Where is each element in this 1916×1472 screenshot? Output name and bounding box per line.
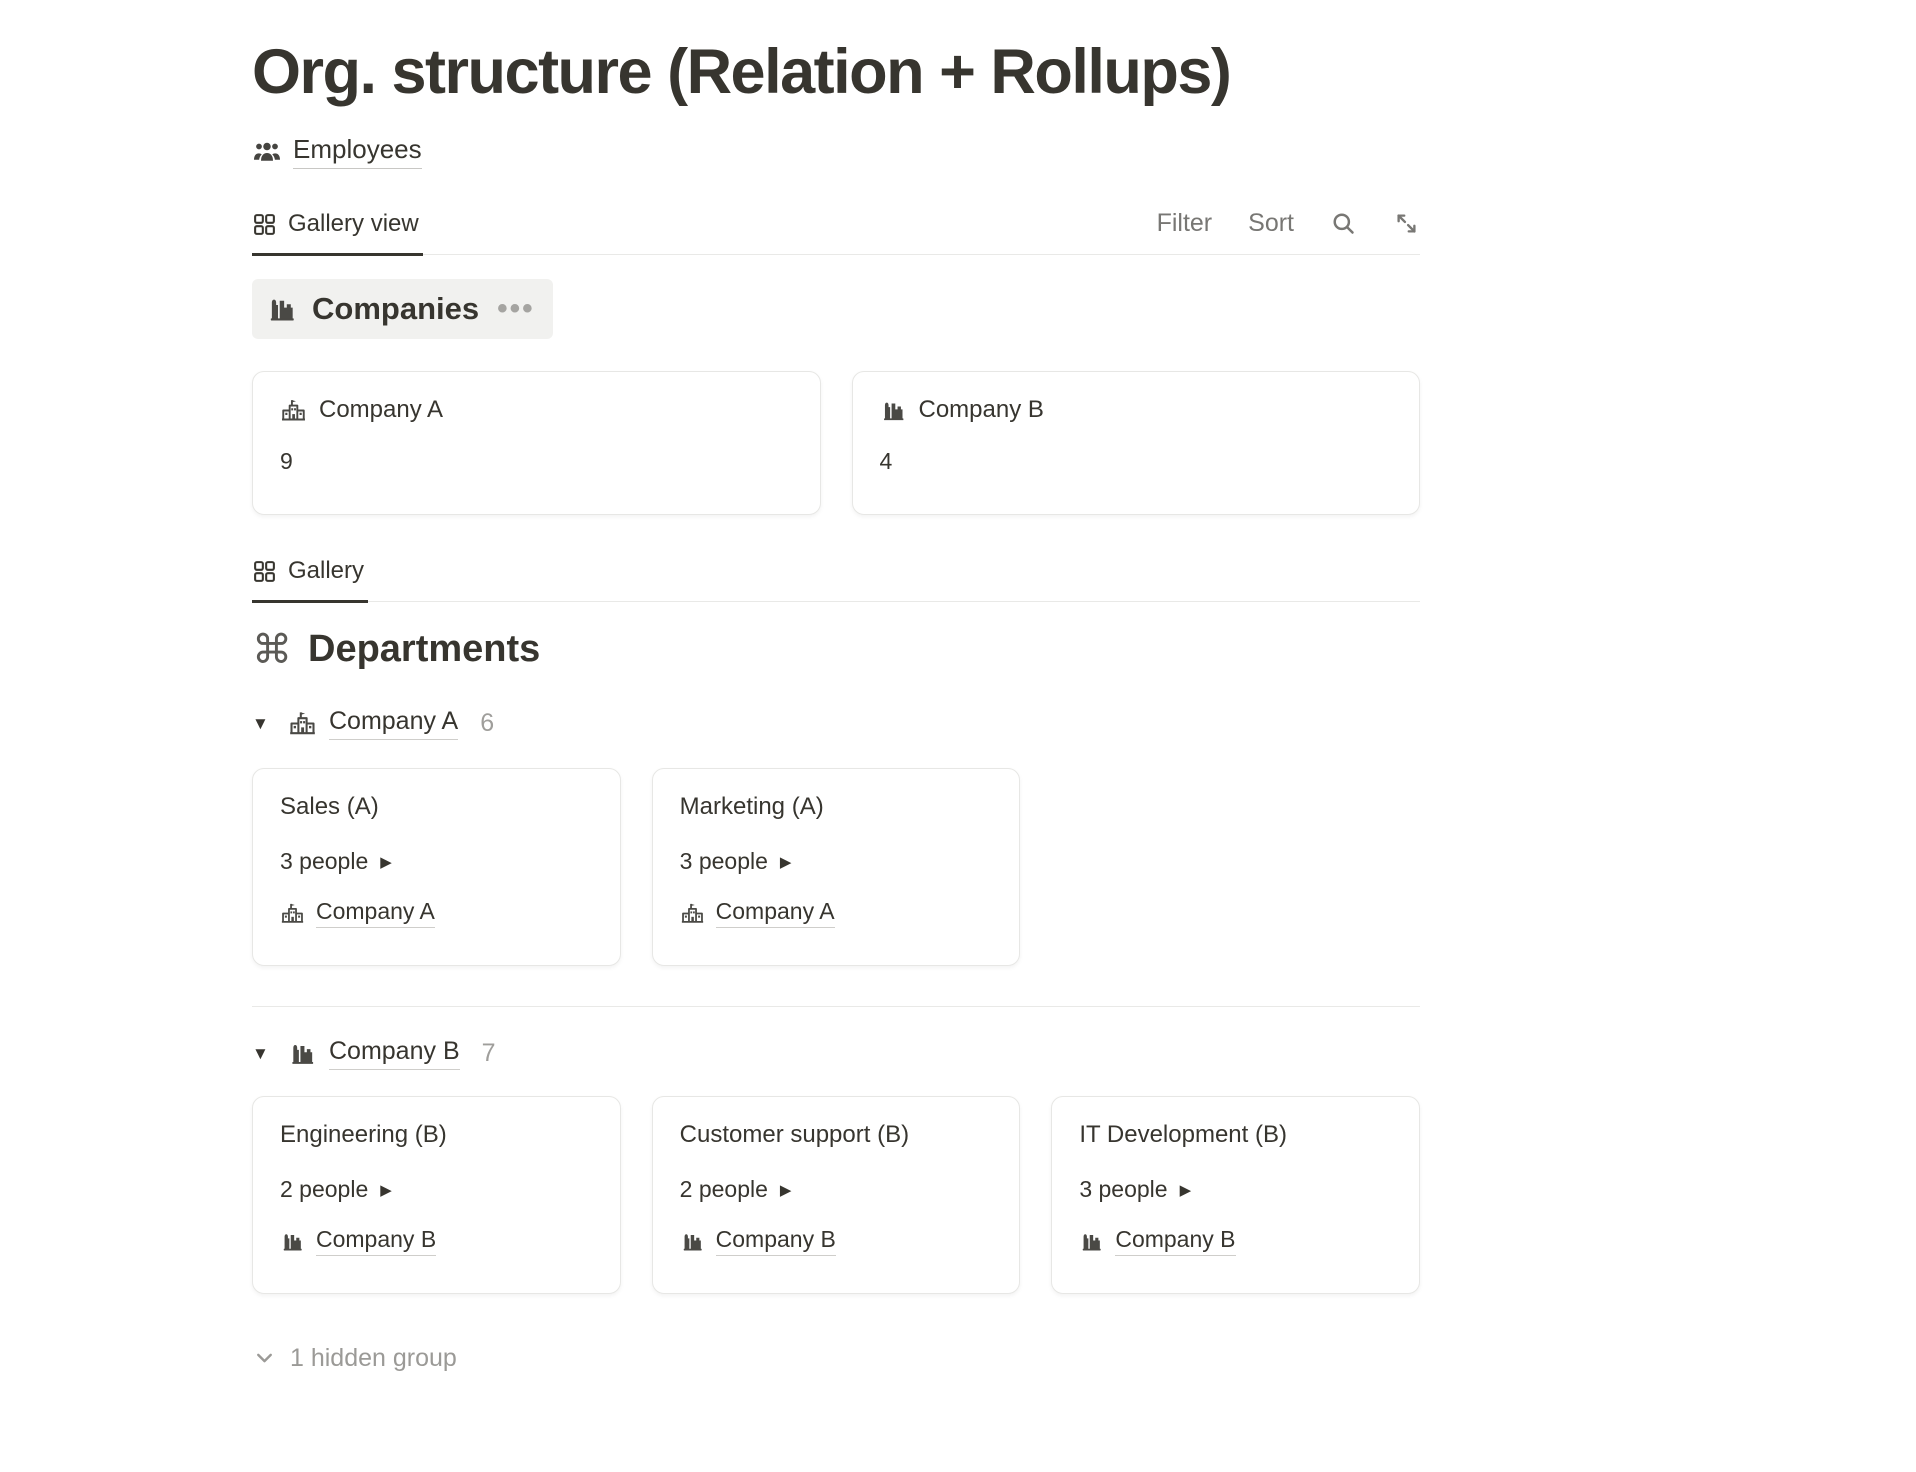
- office-building-icon: [680, 1229, 705, 1254]
- tab-gallery-view-label: Gallery view: [288, 210, 419, 237]
- group-header-company-a: ▼ Company A 6: [252, 707, 1420, 740]
- play-triangle-icon: ▶: [380, 853, 392, 871]
- tab-gallery[interactable]: Gallery: [252, 557, 369, 603]
- school-building-icon: [288, 709, 317, 738]
- company-relation-link[interactable]: Company B: [316, 1226, 437, 1256]
- people-count-label: 2 people: [679, 1176, 768, 1202]
- company-card[interactable]: Company A 9: [252, 371, 821, 515]
- department-card-title: IT Development (B): [1079, 1121, 1287, 1148]
- hidden-group-toggle[interactable]: 1 hidden group: [252, 1344, 1420, 1373]
- company-relation-link[interactable]: Company B: [1115, 1226, 1236, 1256]
- play-triangle-icon: ▶: [380, 1181, 392, 1199]
- departments-title: Departments: [308, 628, 541, 670]
- company-employee-count: 4: [879, 448, 893, 474]
- play-triangle-icon: ▶: [779, 853, 792, 871]
- people-rollup[interactable]: 3 people ▶: [680, 848, 993, 875]
- sort-button[interactable]: Sort: [1248, 209, 1294, 237]
- company-card-title: Company B: [918, 396, 1044, 423]
- department-card-title: Marketing (A): [679, 793, 824, 820]
- group-header-company-b: ▼ Company B 7: [252, 1037, 1420, 1070]
- group-count: 7: [481, 1039, 496, 1067]
- page-content: Org. structure (Relation + Rollups) Empl…: [252, 37, 1420, 1373]
- department-card[interactable]: Sales (A) 3 people ▶ Company A: [252, 768, 621, 966]
- company-card-title: Company A: [319, 396, 444, 423]
- view-tabbar: Gallery view Filter Sort: [252, 209, 1420, 256]
- school-building-icon: [280, 397, 307, 424]
- people-count-label: 3 people: [679, 848, 768, 874]
- people-count-label: 2 people: [280, 1176, 369, 1202]
- expand-icon[interactable]: [1393, 210, 1420, 237]
- departments-section-header: ⌘ Departments: [252, 628, 1420, 671]
- group-count: 6: [480, 709, 495, 737]
- office-building-icon: [880, 397, 907, 424]
- play-triangle-icon: ▶: [1179, 1181, 1192, 1199]
- search-icon[interactable]: [1330, 210, 1357, 237]
- view-toolbar: Filter Sort: [1157, 209, 1420, 254]
- company-relation-link[interactable]: Company B: [715, 1226, 836, 1256]
- office-building-icon: [280, 1229, 305, 1254]
- department-card-title: Customer support (B): [679, 1121, 910, 1148]
- people-rollup[interactable]: 2 people ▶: [680, 1176, 993, 1203]
- gallery-grid-icon: [252, 212, 277, 237]
- departments-card-grid: Engineering (B) 2 people ▶ Company B Cus…: [252, 1096, 1420, 1294]
- companies-card-grid: Company A 9 Company B 4: [252, 371, 1420, 515]
- employees-link-label[interactable]: Employees: [293, 134, 422, 169]
- people-rollup[interactable]: 2 people ▶: [280, 1176, 593, 1203]
- group-divider: [252, 1006, 1420, 1007]
- company-card[interactable]: Company B 4: [851, 371, 1420, 515]
- group-company-link[interactable]: Company B: [329, 1037, 460, 1070]
- collapse-triangle-icon[interactable]: ▼: [252, 713, 269, 733]
- page-title: Org. structure (Relation + Rollups): [252, 37, 1232, 107]
- departments-card-grid: Sales (A) 3 people ▶ Company A Marketing…: [252, 768, 1420, 966]
- company-employee-count: 9: [280, 448, 293, 474]
- filter-button[interactable]: Filter: [1156, 209, 1213, 237]
- companies-title: Companies: [312, 291, 480, 326]
- chevron-down-icon: [252, 1346, 277, 1371]
- collapse-triangle-icon[interactable]: ▼: [252, 1043, 269, 1063]
- people-rollup[interactable]: 3 people ▶: [280, 848, 593, 875]
- command-icon: ⌘: [252, 627, 292, 672]
- play-triangle-icon: ▶: [779, 1181, 792, 1199]
- group-company-link[interactable]: Company A: [329, 707, 459, 740]
- people-group-icon: [252, 137, 282, 167]
- tab-gallery-view[interactable]: Gallery view: [252, 210, 423, 256]
- people-count-label: 3 people: [1079, 1176, 1168, 1202]
- company-relation-link[interactable]: Company A: [715, 898, 835, 928]
- office-building-icon: [1079, 1229, 1104, 1254]
- tab-gallery-label: Gallery: [288, 557, 365, 584]
- employees-database-link[interactable]: Employees: [252, 134, 1420, 169]
- school-building-icon: [280, 901, 305, 926]
- department-card[interactable]: Engineering (B) 2 people ▶ Company B: [252, 1096, 621, 1294]
- department-card-title: Sales (A): [280, 793, 379, 820]
- people-count-label: 3 people: [280, 848, 369, 874]
- people-rollup[interactable]: 3 people ▶: [1079, 1176, 1392, 1203]
- school-building-icon: [680, 901, 705, 926]
- company-relation-link[interactable]: Company A: [316, 898, 435, 928]
- department-card-title: Engineering (B): [280, 1121, 447, 1148]
- office-building-icon: [288, 1039, 317, 1068]
- office-building-icon: [266, 293, 298, 325]
- hidden-group-label: 1 hidden group: [290, 1344, 457, 1372]
- department-card[interactable]: IT Development (B) 3 people ▶ Company B: [1051, 1096, 1420, 1294]
- department-card[interactable]: Marketing (A) 3 people ▶ Company A: [651, 768, 1021, 966]
- department-card[interactable]: Customer support (B) 2 people ▶ Company …: [651, 1096, 1021, 1294]
- companies-group-header[interactable]: Companies •••: [252, 279, 553, 339]
- departments-view-tabbar: Gallery: [252, 557, 1420, 603]
- gallery-grid-icon: [252, 559, 277, 584]
- companies-menu-button[interactable]: •••: [497, 292, 535, 325]
